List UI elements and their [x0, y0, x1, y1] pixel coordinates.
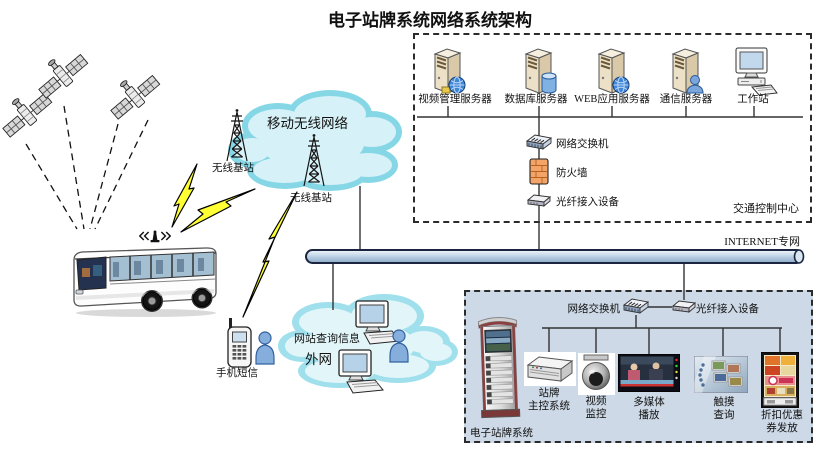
server-label: 工作站 — [737, 94, 769, 105]
device-label: 站牌 主控系统 — [528, 388, 570, 412]
firewall-label: 防火墙 — [556, 168, 588, 179]
internet-bar — [305, 249, 805, 264]
page-title: 电子站牌系统网络系统架构 — [328, 11, 532, 30]
touch-query-icon — [694, 356, 748, 393]
cc-switch-label: 网络交换机 — [556, 139, 609, 150]
dome-camera-icon — [578, 353, 615, 395]
bus-stop-sign-kiosk — [474, 311, 524, 421]
device-label: 折扣优惠 券发放 — [761, 410, 803, 434]
control-center-label: 交通控制中心 — [733, 203, 799, 215]
satellite-icon — [99, 61, 171, 132]
desktop-computer-icon — [352, 299, 402, 345]
cc-fiber-icon — [526, 193, 552, 208]
sign-fiber-label: 光纤接入设备 — [696, 304, 759, 315]
extranet-label: 外网 — [305, 352, 332, 367]
base-station-tower-icon — [221, 109, 253, 163]
device-label: 视频 监控 — [585, 396, 607, 420]
person-icon — [387, 329, 411, 363]
desktop-computer-icon — [335, 348, 385, 394]
coupon-dispenser-icon — [761, 352, 799, 408]
video-mgmt-server-icon — [428, 45, 468, 97]
control-center-box — [413, 33, 812, 223]
comm-server-icon — [666, 45, 706, 97]
multimedia-tv-icon — [618, 354, 680, 392]
satellite-icon — [27, 40, 99, 111]
server-label: 数据库服务器 — [504, 94, 568, 105]
web-query-label: 网站查询信息 — [294, 333, 360, 345]
sign-system-label: 电子站牌系统 — [470, 428, 533, 439]
gps-antenna-icon — [139, 228, 171, 244]
device-label: 多媒体 播放 — [633, 397, 665, 421]
sign-switch-icon — [622, 297, 650, 315]
sign-controller-icon — [525, 353, 575, 385]
satellite-links — [25, 105, 149, 230]
base-station-tower-icon — [298, 134, 330, 188]
mobile-network-label: 移动无线网络 — [267, 116, 348, 131]
sign-switch-label: 网络交换机 — [567, 304, 621, 315]
solid-connectors — [332, 106, 803, 357]
server-label: 视频管理服务器 — [418, 94, 492, 105]
base-station-label: 无线基站 — [290, 193, 332, 204]
sms-label: 手机短信 — [216, 368, 258, 379]
cc-switch-icon — [525, 133, 553, 151]
person-icon — [253, 331, 277, 365]
base-station-label: 无线基站 — [212, 163, 254, 174]
sign-fiber-icon — [671, 299, 697, 314]
lightning-bolts — [171, 163, 298, 318]
device-label: 触摸 查询 — [713, 397, 735, 421]
database-server-icon — [519, 45, 559, 97]
workstation-icon — [732, 45, 778, 97]
internet-bar-label: INTERNET专网 — [724, 236, 800, 248]
firewall-icon — [529, 158, 549, 185]
web-server-icon — [592, 45, 632, 97]
mobile-phone-icon — [227, 318, 253, 368]
server-label: 通信服务器 — [659, 94, 713, 105]
server-label: WEB应用服务器 — [574, 94, 650, 105]
bus-image — [66, 240, 224, 320]
cc-fiber-label: 光纤接入设备 — [556, 197, 619, 208]
mobile-network-cloud — [228, 90, 402, 191]
satellite-icon — [0, 79, 63, 150]
